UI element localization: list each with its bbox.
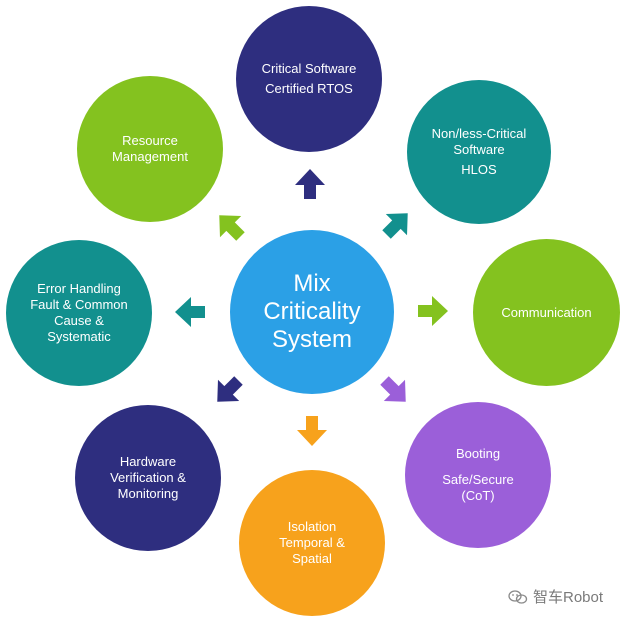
- node-non-critical-line-1: Non/less-Critical: [431, 126, 527, 141]
- node-booting: Booting Safe/Secure (CoT): [405, 402, 551, 548]
- arrow-down-right: [373, 369, 417, 413]
- node-hardware-line-3: Monitoring: [117, 486, 179, 501]
- arrow-right: [418, 296, 448, 326]
- node-error-handling-line-1: Error Handling: [37, 281, 121, 296]
- node-hardware-line-1: Hardware: [119, 454, 177, 469]
- node-non-critical-line-2: Software: [453, 142, 505, 157]
- node-resource-management: Resource Management: [77, 76, 223, 222]
- node-non-critical-line-3: HLOS: [461, 162, 497, 177]
- node-center-mix-criticality: Mix Criticality System: [226, 226, 398, 398]
- arrow-up-left: [208, 204, 252, 248]
- wechat-icon: [508, 589, 528, 604]
- node-isolation-line-3: Spatial: [292, 551, 332, 566]
- node-hardware-line-2: Verification &: [110, 470, 186, 485]
- node-communication-line-1: Communication: [501, 304, 592, 320]
- node-critical-software: Critical Software Certified RTOS: [236, 6, 382, 152]
- node-critical-software-line-2: Certified RTOS: [265, 81, 353, 96]
- watermark: 智车Robot: [508, 586, 603, 607]
- node-error-handling-line-2: Fault & Common: [30, 297, 128, 312]
- node-isolation-line-1: Isolation: [287, 519, 337, 534]
- center-line-3: System: [271, 326, 352, 353]
- center-line-2: Criticality: [263, 298, 361, 325]
- node-non-critical-software: Non/less-Critical Software HLOS: [407, 80, 551, 224]
- center-line-1: Mix: [293, 270, 331, 297]
- node-error-handling: Error Handling Fault & Common Cause & Sy…: [6, 240, 152, 386]
- node-resource-line-1: Resource: [122, 133, 178, 148]
- watermark-text: 智车Robot: [533, 589, 604, 606]
- arrow-down: [297, 416, 327, 446]
- node-resource-line-2: Management: [112, 149, 188, 164]
- arrow-up: [295, 169, 325, 199]
- node-error-handling-line-3: Cause &: [54, 313, 104, 328]
- arrow-up-right: [375, 202, 419, 246]
- node-critical-software-line-1: Critical Software: [261, 61, 357, 76]
- arrow-down-left: [206, 369, 250, 413]
- node-booting-line-2: Safe/Secure: [442, 472, 514, 487]
- node-booting-line-3: (CoT): [461, 488, 495, 503]
- node-communication: Communication: [473, 239, 620, 386]
- node-isolation-line-2: Temporal &: [279, 535, 345, 550]
- node-booting-line-1: Booting: [455, 446, 501, 461]
- node-error-handling-line-4: Systematic: [47, 329, 111, 344]
- node-hardware: Hardware Verification & Monitoring: [75, 405, 221, 551]
- node-isolation: Isolation Temporal & Spatial: [239, 470, 385, 616]
- arrow-left: [175, 297, 205, 327]
